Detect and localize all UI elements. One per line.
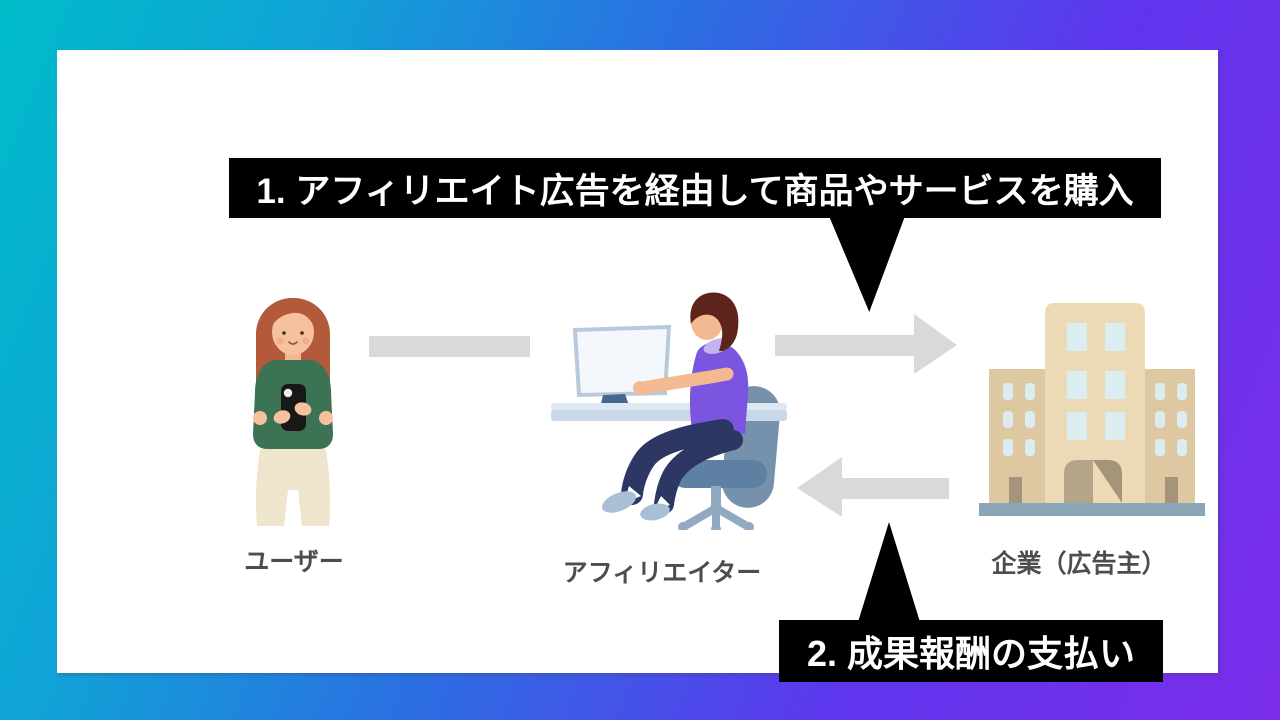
user-to-affiliater-bar: [369, 336, 530, 357]
diagram-card: 1. アフィリエイト広告を経由して商品やサービスを購入 2. 成果報酬の支払い …: [57, 50, 1218, 682]
step1-banner: 1. アフィリエイト広告を経由して商品やサービスを購入: [229, 158, 1161, 218]
woman-with-smartphone-icon: [253, 298, 333, 526]
person-at-computer-icon: [551, 292, 787, 530]
step2-callout-tail: [858, 522, 920, 622]
step1-callout-tail: [829, 216, 905, 312]
step2-label: 2. 成果報酬の支払い: [806, 633, 1136, 674]
purchase-flow-arrow-right: [775, 314, 957, 374]
affiliater-label: アフィリエイター: [562, 559, 762, 587]
step1-label: 1. アフィリエイト広告を経由して商品やサービスを購入: [256, 171, 1134, 211]
company-label: 企業（広告主）: [991, 550, 1167, 578]
step2-banner: 2. 成果報酬の支払い: [779, 620, 1163, 682]
user-label: ユーザー: [244, 548, 344, 576]
office-building-icon: [979, 303, 1205, 516]
payment-flow-arrow-left: [797, 457, 949, 517]
